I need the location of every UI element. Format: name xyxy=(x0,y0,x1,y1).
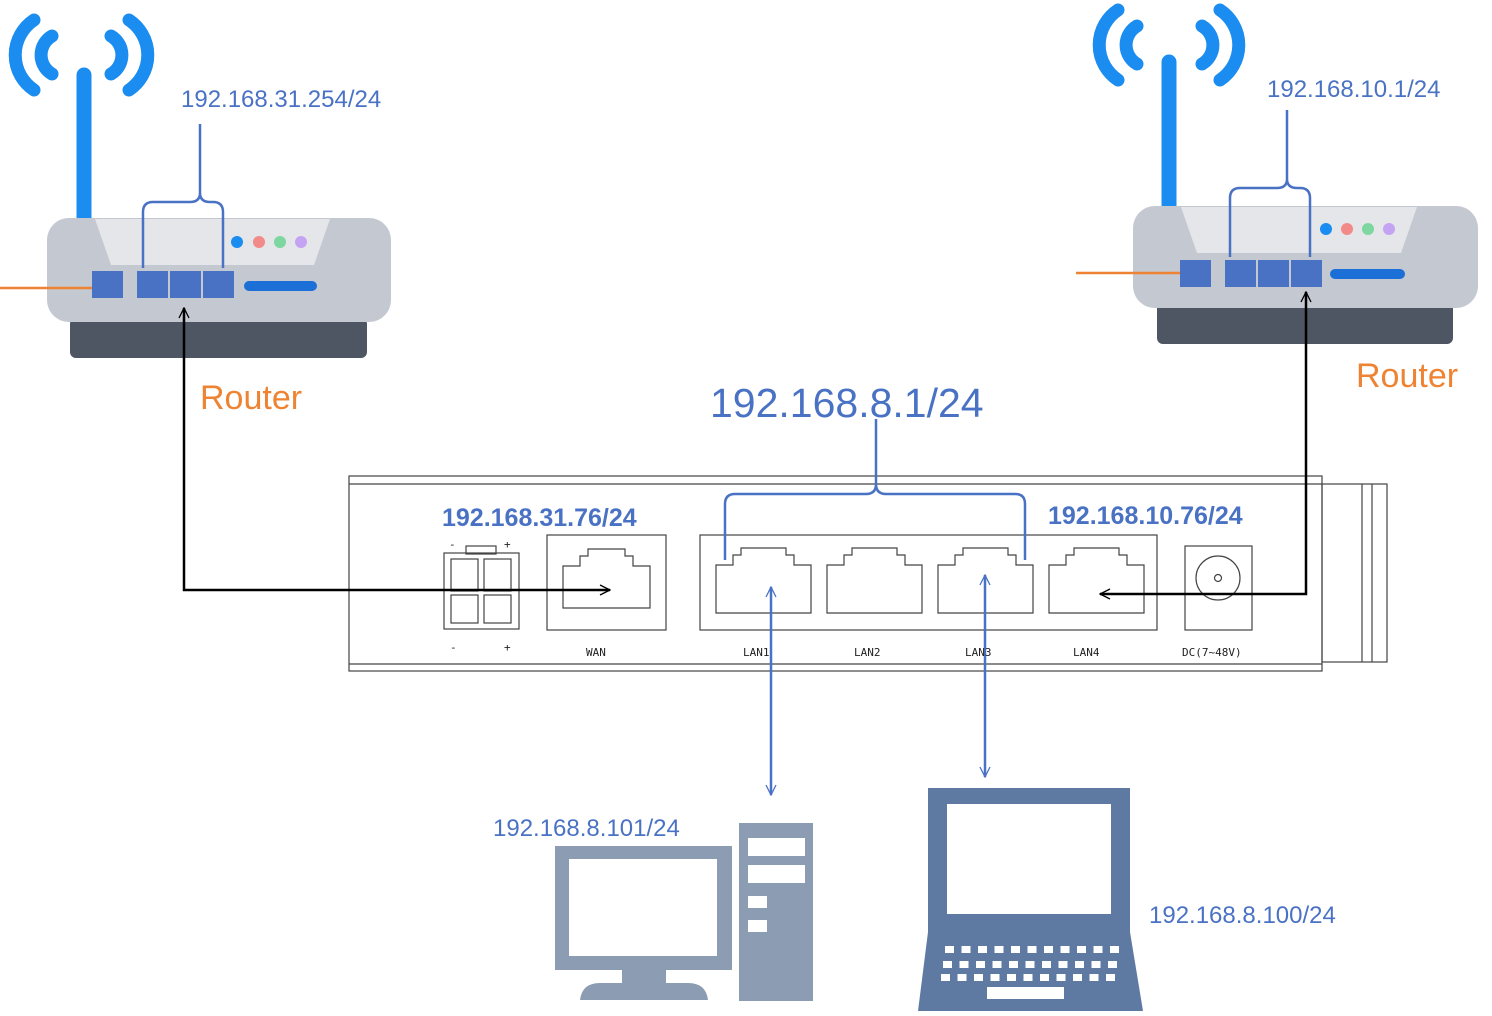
lan3-port-icon xyxy=(937,547,1034,614)
lan4-port-icon xyxy=(1048,547,1145,614)
keyboard-key xyxy=(1042,961,1051,968)
dc-jack-icon xyxy=(1184,545,1253,631)
keyboard-key xyxy=(978,946,987,953)
router-right-label: Router xyxy=(1356,357,1459,395)
keyboard-key xyxy=(1073,974,1082,981)
device-lan4-ip: 192.168.10.76/24 xyxy=(1048,502,1243,530)
lan2-port-icon xyxy=(826,547,923,614)
keyboard-key xyxy=(1077,946,1086,953)
ip-brace xyxy=(723,419,1027,560)
keyboard-key xyxy=(1023,974,1033,981)
keyboard-key xyxy=(1108,961,1117,968)
laptop-ip: 192.168.8.100/24 xyxy=(1149,902,1336,929)
desktop-computer-icon xyxy=(555,823,813,1001)
keyboard-key xyxy=(1058,961,1068,968)
router-left-ip: 192.168.31.254/24 xyxy=(181,86,382,113)
dc-port-label: DC(7~48V) xyxy=(1182,646,1242,659)
laptop-icon xyxy=(918,788,1143,1011)
power-terminal-icon xyxy=(443,545,520,630)
keyboard-key xyxy=(941,974,950,981)
keyboard-key xyxy=(1007,974,1016,981)
keyboard-key xyxy=(1056,974,1066,981)
keyboard-icon xyxy=(941,946,1119,981)
keyboard-key xyxy=(961,946,971,953)
router-left-label: Router xyxy=(200,379,303,417)
keyboard-key xyxy=(1093,946,1103,953)
power-minus-top-label: - xyxy=(449,538,456,551)
keyboard-key xyxy=(1091,961,1101,968)
router-port-icon xyxy=(92,271,123,298)
wifi-signal-icon xyxy=(1092,3,1246,87)
keyboard-key xyxy=(957,974,967,981)
keyboard-key xyxy=(1040,974,1049,981)
keyboard-key xyxy=(1009,961,1018,968)
power-minus-label: - xyxy=(450,641,457,654)
device-wan-ip: 192.168.31.76/24 xyxy=(442,504,637,532)
lan1-port-label: LAN1 xyxy=(743,646,770,659)
keyboard-key xyxy=(1011,946,1020,953)
power-plus-top-label: + xyxy=(504,538,511,551)
wan-port-icon xyxy=(546,534,667,631)
router-left xyxy=(0,13,391,358)
keyboard-key xyxy=(1110,946,1119,953)
ip-brace xyxy=(141,124,225,268)
keyboard-key xyxy=(1025,961,1035,968)
lan4-port-label: LAN4 xyxy=(1073,646,1100,659)
router-port-icon xyxy=(1225,260,1256,287)
device-lan-ip: 192.168.8.1/24 xyxy=(710,380,984,426)
keyboard-key xyxy=(1060,946,1070,953)
keyboard-key xyxy=(1044,946,1053,953)
keyboard-key xyxy=(992,961,1002,968)
router-port-icon xyxy=(170,271,201,298)
keyboard-key xyxy=(1089,974,1099,981)
router-port-icon xyxy=(1291,260,1322,287)
keyboard-key xyxy=(990,974,1000,981)
router-right xyxy=(1076,3,1478,344)
router-port-icon xyxy=(1258,260,1289,287)
ip-brace xyxy=(1228,110,1312,257)
desktop-ip: 192.168.8.101/24 xyxy=(493,815,680,842)
link-wan-router-left xyxy=(184,308,610,590)
keyboard-key xyxy=(1106,974,1115,981)
lan3-port-label: LAN3 xyxy=(965,646,992,659)
keyboard-key xyxy=(959,961,969,968)
lan1-port-icon xyxy=(715,547,812,614)
power-plus-label: + xyxy=(504,641,511,654)
link-lan4-router-right xyxy=(1100,292,1306,594)
router-port-icon xyxy=(1180,260,1211,287)
wan-port-label: WAN xyxy=(586,646,606,659)
router-right-ip: 192.168.10.1/24 xyxy=(1267,76,1441,103)
keyboard-key xyxy=(974,974,983,981)
keyboard-key xyxy=(994,946,1004,953)
keyboard-key xyxy=(1027,946,1037,953)
keyboard-key xyxy=(945,946,954,953)
keyboard-key xyxy=(976,961,985,968)
keyboard-key xyxy=(1075,961,1084,968)
router-port-icon xyxy=(203,271,234,298)
lan2-port-label: LAN2 xyxy=(854,646,881,659)
wifi-signal-icon xyxy=(8,13,155,97)
keyboard-key xyxy=(943,961,952,968)
router-port-icon xyxy=(137,271,168,298)
